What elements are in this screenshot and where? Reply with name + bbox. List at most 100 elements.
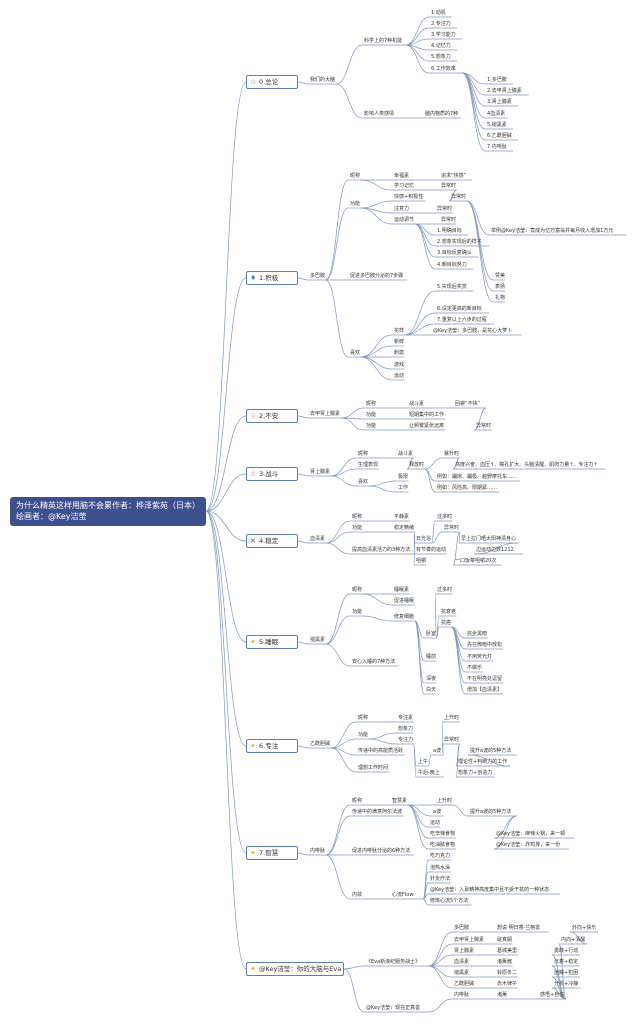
node-text: 睡前 <box>426 654 437 660</box>
node-text: @Key洁莹：入禀精神高度集中且不受干扰的一种状态 <box>430 887 550 893</box>
connector <box>335 44 363 85</box>
connector <box>360 334 393 358</box>
section-node[interactable]: ☆3.战斗 <box>246 467 298 481</box>
node-text: @Key洁莹：炸鸡排，来一份 <box>496 842 561 848</box>
section-node[interactable]: ☆0.总论 <box>246 75 298 89</box>
node-text: 新鲜 <box>394 339 405 345</box>
node-text: 5.想象力 <box>431 54 451 60</box>
connector <box>405 44 430 74</box>
node-text: 提升a波的5种方法 <box>470 809 512 815</box>
connector <box>325 643 351 667</box>
node-text: 快感+积极性 <box>394 194 424 200</box>
connector <box>360 200 393 209</box>
section-node[interactable]: ✦7.智慧 <box>246 846 298 860</box>
node-text: 去甲肾上腺素 <box>454 937 485 943</box>
star-outline-icon: ☆ <box>250 412 257 420</box>
node-text: 6.工作效率 <box>431 66 456 72</box>
connector <box>205 510 247 970</box>
node-text: a波 <box>433 748 442 754</box>
connector <box>297 540 309 544</box>
connector <box>205 415 247 512</box>
connector <box>330 721 357 749</box>
connector <box>325 531 351 544</box>
connector <box>325 815 351 856</box>
connector <box>325 615 351 645</box>
connector <box>428 931 453 967</box>
node-text: 释放时 <box>409 462 425 468</box>
connector <box>297 81 309 85</box>
section-node[interactable]: ✕4.稳定 <box>246 534 298 548</box>
node-text: 表扬 <box>495 284 506 290</box>
node-text: 有节奏的运动 <box>416 547 447 553</box>
section-node[interactable]: ☆2.不安 <box>246 409 298 423</box>
connector <box>428 954 453 967</box>
section-label: 3.战斗 <box>259 470 279 478</box>
node-text: 异常时 <box>444 737 460 743</box>
node-text: 5.褪黑素 <box>487 122 507 128</box>
section-node[interactable]: ✦5.睡眠 <box>246 635 298 649</box>
connector <box>330 457 357 477</box>
node-text: @Key洁莹：麻辣火锅，来一顿 <box>496 831 566 837</box>
section-label: 5.睡眠 <box>259 638 279 646</box>
node-text: 脑内物质的7种 <box>425 111 459 117</box>
connector <box>205 510 247 747</box>
node-text: 4血清素 <box>487 111 506 117</box>
node-text: 增加【血清素】 <box>467 687 503 693</box>
node-text: 内啡肽 <box>454 992 470 998</box>
connector <box>466 200 494 303</box>
bulb-icon: ✦ <box>250 742 256 750</box>
connector <box>423 898 429 906</box>
connector <box>452 457 460 470</box>
connector <box>325 279 349 358</box>
node-text: 乙酰胆碱 <box>310 741 331 747</box>
node-text: 促进内啡肽分泌的6种方法 <box>352 848 411 854</box>
node-text: 花样 <box>394 328 405 334</box>
node-text: 科学上的7种机能 <box>364 38 403 44</box>
connector <box>414 223 436 247</box>
connector <box>452 531 460 566</box>
connector <box>205 510 247 542</box>
node-text: 昵称 <box>352 798 363 804</box>
star-outline-icon: ☆ <box>250 78 257 86</box>
node-text: 异常时 <box>437 206 453 212</box>
node-text: 促进睡眠 <box>394 598 415 604</box>
node-text: 抗衰老 <box>441 609 457 615</box>
node-text: 完全黑暗 <box>467 631 488 637</box>
connector <box>558 943 567 1000</box>
connector <box>325 593 351 645</box>
node-text: a波 <box>433 809 442 815</box>
node-text: 上升时 <box>437 798 453 804</box>
bulb-icon: ✦ <box>250 638 256 646</box>
node-text: 提高血清素活力的3种方法 <box>352 547 411 553</box>
node-text: 修炼心流5个方法 <box>430 898 469 904</box>
connector <box>368 485 397 493</box>
node-text: 边运动边数1212 <box>476 547 514 553</box>
node-text: 异常时 <box>476 423 492 429</box>
connector <box>205 473 247 512</box>
node-text: 上午 <box>418 759 429 765</box>
connector <box>462 72 486 141</box>
connector <box>434 593 437 639</box>
connector <box>297 473 309 477</box>
node-text: 赤木律子 <box>497 981 518 987</box>
node-text: 3.目标反复确认 <box>437 250 472 256</box>
tools-icon: ✕ <box>250 537 256 545</box>
node-text: 修复细胞 <box>394 614 415 620</box>
node-text: 例如：风险高、限期紧…… <box>437 485 498 491</box>
connector <box>448 189 457 202</box>
node-text: 不做乐 <box>467 665 483 671</box>
connector <box>424 457 443 470</box>
node-text: 褪黑素 <box>454 970 470 976</box>
connector <box>325 179 349 281</box>
section-label: 0.总论 <box>259 78 279 86</box>
section-node[interactable]: ✦@Key洁莹：你的大脑与Eva <box>246 962 344 976</box>
node-text: 促进多巴胺分泌的7步骤 <box>350 273 404 279</box>
node-text: 礼物 <box>495 295 506 301</box>
section-node[interactable]: ✦6.专注 <box>246 739 298 753</box>
section-node[interactable]: ♦1.积极 <box>246 271 298 285</box>
connector <box>343 968 365 1013</box>
connector <box>360 356 393 381</box>
connector <box>473 542 519 555</box>
connector <box>205 277 247 512</box>
